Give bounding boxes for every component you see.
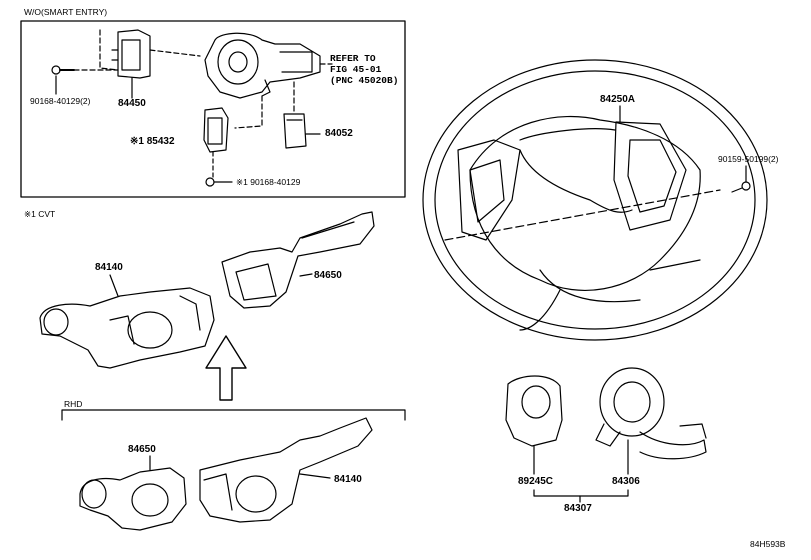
smart-entry-inset-frame <box>20 20 406 198</box>
combination-switch-84650-rhd <box>79 467 187 531</box>
label-84650-top: 84650 <box>314 270 342 281</box>
label-84140-rhd: 84140 <box>334 474 362 485</box>
part-84052 <box>283 113 307 149</box>
label-90168-1: ※1 90168-40129 <box>236 177 301 187</box>
sensor-89245c <box>505 375 563 447</box>
refer-line2: FIG 45-01 <box>330 64 382 75</box>
label-89245c: 89245C <box>518 476 554 487</box>
combination-switch-84140-rhd <box>199 417 373 523</box>
bolt-90168-small <box>205 177 233 187</box>
refer-line1: REFER TO <box>330 53 376 64</box>
combination-switch-84650-top <box>221 211 375 309</box>
label-85432: ※1 85432 <box>130 136 175 147</box>
screw-90159 <box>731 181 751 193</box>
label-90168-2: 90168-40129(2) <box>30 96 91 106</box>
label-84307: 84307 <box>564 503 592 514</box>
steering-lock-assembly <box>204 32 321 99</box>
label-84650-rhd: 84650 <box>128 444 156 455</box>
spiral-cable-84306 <box>595 367 707 460</box>
label-84140-top: 84140 <box>95 262 123 273</box>
bolt-90168-left <box>51 65 75 75</box>
label-84306: 84306 <box>612 476 640 487</box>
assembly-bracket-84307 <box>533 489 629 497</box>
note-cvt: ※1 CVT <box>24 209 56 219</box>
inset-title: W/O(SMART ENTRY) <box>24 7 108 17</box>
assembly-arrow <box>205 335 247 401</box>
bracket-84450 <box>111 29 151 79</box>
label-90159: 90159-50199(2) <box>718 154 779 164</box>
label-84250a: 84250A <box>600 94 636 105</box>
steering-wheel <box>422 59 768 341</box>
label-84450: 84450 <box>118 98 146 109</box>
rhd-label: RHD <box>64 399 83 409</box>
figure-code: 84H593B <box>750 539 786 549</box>
part-85432 <box>203 107 229 153</box>
refer-line3: (PNC 45020B) <box>330 75 399 86</box>
label-84052: 84052 <box>325 128 353 139</box>
combination-switch-84140-top <box>39 287 215 369</box>
rhd-bracket <box>61 409 406 421</box>
